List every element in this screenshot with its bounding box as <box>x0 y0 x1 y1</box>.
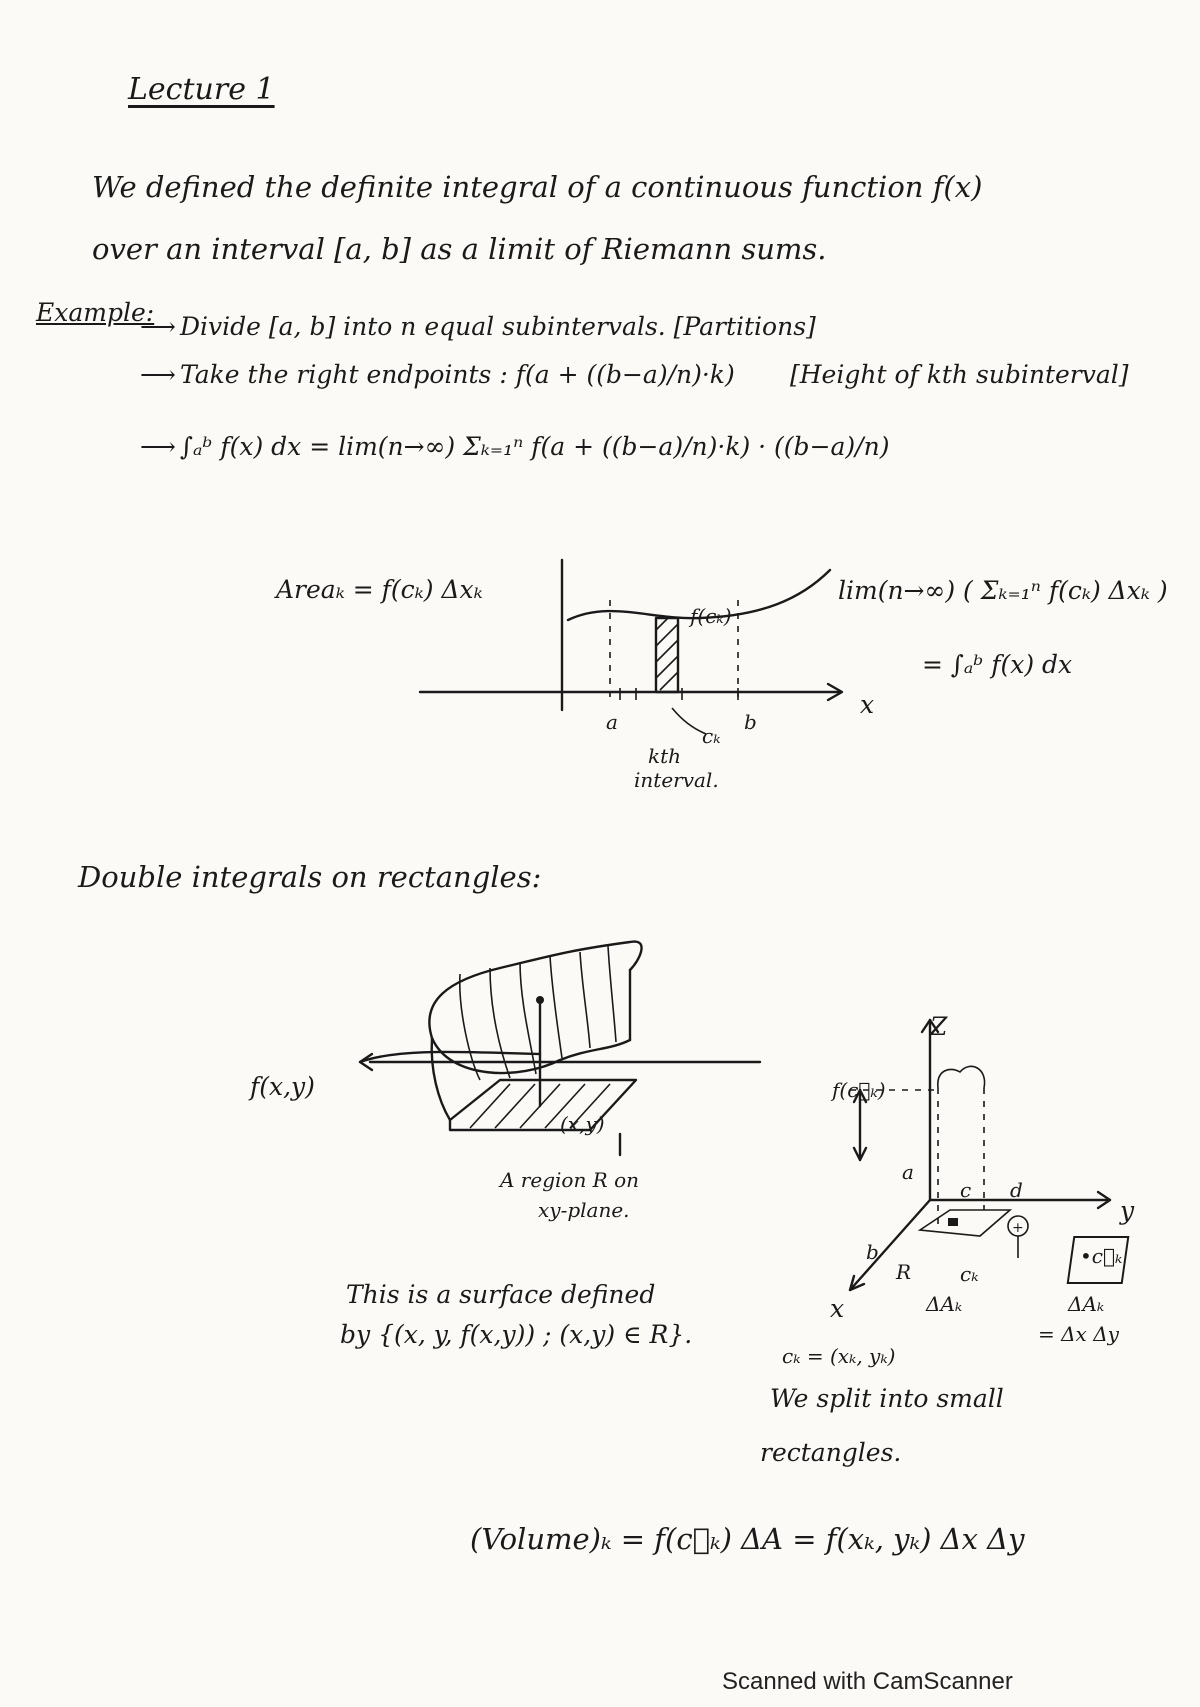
label-ck-1: cₖ <box>702 724 721 748</box>
split-caption-2: rectangles. <box>760 1438 902 1467</box>
step-divide: Divide [a, b] into n equal subintervals.… <box>180 312 816 341</box>
label-b-3d: b <box>866 1240 879 1264</box>
region-caption-2: xy-plane. <box>538 1198 630 1222</box>
f-pointer-arrow <box>358 1050 542 1064</box>
label-b-1: b <box>744 710 757 734</box>
axis-y-label: y <box>1120 1196 1135 1225</box>
delta-a-eq-2: = Δx Δy <box>1038 1322 1119 1346</box>
svg-text:+: + <box>1012 1220 1024 1236</box>
mini-surface <box>937 1065 986 1089</box>
label-a-3d: a <box>902 1160 914 1184</box>
surface-mesh <box>458 945 617 1081</box>
surface-caption-1: This is a surface defined <box>346 1280 656 1309</box>
limit-sum-formula: lim(n→∞) ( Σₖ₌₁ⁿ f(cₖ) Δxₖ ) <box>838 576 1168 605</box>
arrow-3: ⟶ <box>140 432 176 461</box>
arrow-1: ⟶ <box>140 312 176 341</box>
integral-equals: = ∫ₐᵇ f(x) dx <box>922 650 1073 679</box>
label-a-1: a <box>606 710 618 734</box>
intro-line-2: over an interval [a, b] as a limit of Ri… <box>92 232 827 266</box>
label-ck-3d: cₖ <box>960 1262 979 1286</box>
x-axis-3d <box>848 1198 932 1292</box>
label-f-ck: f(cₖ) <box>690 604 732 628</box>
axis-z-label: Z <box>930 1012 948 1041</box>
area-formula: Areaₖ = f(cₖ) Δxₖ <box>276 575 483 604</box>
delta-a-eq-1: ΔAₖ <box>1068 1292 1105 1316</box>
surface-caption-2: by {(x, y, f(x,y)) ; (x,y) ∈ R}. <box>340 1320 693 1349</box>
x-axis-arrow <box>826 682 844 702</box>
surface-left-edge <box>430 1036 452 1122</box>
step-height-note: [Height of kth subinterval] <box>790 360 1129 389</box>
label-kth: kth <box>648 744 682 768</box>
label-R-3d: R <box>896 1260 912 1284</box>
label-xy-point: (x,y) <box>560 1112 605 1136</box>
label-delta-a-k: ΔAₖ <box>926 1292 963 1316</box>
box-ck-label: •c⃗ₖ <box>1080 1244 1123 1268</box>
volume-formula: (Volume)ₖ = f(c⃗ₖ) ΔA = f(xₖ, yₖ) Δx Δy <box>470 1522 1025 1556</box>
region-caption-1: A region R on <box>500 1168 640 1192</box>
scanner-watermark: Scanned with CamScanner <box>722 1668 1013 1695</box>
ck-pointer <box>671 707 707 735</box>
ck-definition: cₖ = (xₖ, yₖ) <box>782 1344 896 1368</box>
example-label: Example: <box>36 298 155 327</box>
step-endpoints: Take the right endpoints : f(a + ((b−a)/… <box>180 360 735 389</box>
small-rectangle <box>917 1209 1013 1237</box>
region-R <box>448 1078 638 1132</box>
riemann-integral-definition: ∫ₐᵇ f(x) dx = lim(n→∞) Σₖ₌₁ⁿ f(a + ((b−a… <box>180 432 890 461</box>
split-caption-1: We split into small <box>770 1384 1004 1413</box>
rectangle-hatch <box>655 617 679 691</box>
label-f-ck-vec: f(c⃗ₖ) <box>832 1078 886 1102</box>
function-curve <box>566 568 832 622</box>
surface-top-edge <box>428 940 643 1040</box>
axis-x-label: x <box>830 1294 845 1323</box>
surface-graph <box>358 940 762 1157</box>
label-f-xy: f(x,y) <box>250 1072 315 1101</box>
label-c-3d: c <box>960 1178 972 1202</box>
page-title: Lecture 1 <box>128 72 275 107</box>
label-interval: interval. <box>634 768 719 792</box>
riemann-sum-graph <box>418 558 844 735</box>
arrow-2: ⟶ <box>140 360 176 389</box>
intro-line-1: We defined the definite integral of a co… <box>92 170 983 204</box>
double-integrals-heading: Double integrals on rectangles: <box>78 860 542 894</box>
3d-axes-graph: + <box>848 1018 1112 1292</box>
label-d-3d: d <box>1010 1178 1023 1202</box>
surface-bottom-edge <box>430 1036 632 1075</box>
x-axis-label-1: x <box>860 690 875 719</box>
riemann-rectangle <box>654 616 680 694</box>
